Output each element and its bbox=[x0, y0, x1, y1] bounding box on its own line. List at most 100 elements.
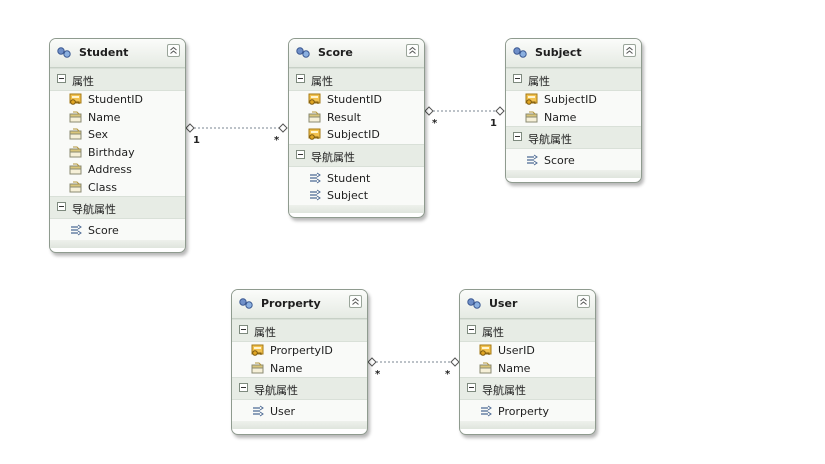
entity-title: Score bbox=[318, 46, 353, 59]
navigation-property-row[interactable]: Score bbox=[50, 222, 185, 240]
navigation-section-header[interactable]: 导航属性 bbox=[50, 196, 185, 219]
section-collapse-icon[interactable] bbox=[467, 383, 476, 392]
association-end-diamond bbox=[424, 106, 434, 116]
navigation-section-header[interactable]: 导航属性 bbox=[289, 143, 424, 167]
navigation-property-icon bbox=[308, 172, 322, 185]
property-row[interactable]: Sex bbox=[50, 126, 185, 144]
entity-title: User bbox=[489, 297, 518, 310]
property-icon bbox=[69, 128, 83, 141]
properties-section-header[interactable]: 属性 bbox=[289, 68, 424, 91]
association-end-diamond bbox=[450, 357, 460, 367]
navigation-section-label: 导航属性 bbox=[72, 203, 116, 216]
properties-section-header[interactable]: 属性 bbox=[50, 68, 185, 91]
section-collapse-icon[interactable] bbox=[467, 325, 476, 334]
properties-section-header[interactable]: 属性 bbox=[460, 319, 595, 342]
entity-footer bbox=[50, 239, 185, 248]
navigation-section-label: 导航属性 bbox=[254, 384, 298, 397]
property-icon bbox=[525, 111, 539, 124]
section-collapse-icon[interactable] bbox=[57, 74, 66, 83]
property-row[interactable]: Name bbox=[50, 109, 185, 127]
navigation-property-name: Student bbox=[327, 171, 371, 185]
entity-type-icon bbox=[56, 45, 72, 61]
navigation-property-name: Subject bbox=[327, 189, 369, 202]
collapse-chevron-icon[interactable] bbox=[167, 44, 180, 57]
collapse-chevron-icon[interactable] bbox=[406, 44, 419, 57]
key-property-row[interactable]: StudentID bbox=[50, 91, 185, 109]
navigation-section-label: 导航属性 bbox=[482, 384, 526, 397]
association-end-diamond bbox=[367, 357, 377, 367]
property-name: StudentID bbox=[327, 93, 383, 106]
property-icon bbox=[251, 362, 265, 375]
entity-prorperty[interactable]: Prorperty 属性 ProrpertyID Name 导航属性 User bbox=[231, 289, 368, 435]
navigation-section-header[interactable]: 导航属性 bbox=[232, 377, 367, 400]
property-row[interactable]: Name bbox=[506, 109, 641, 127]
property-icon bbox=[69, 163, 83, 176]
section-collapse-icon[interactable] bbox=[296, 149, 305, 159]
navigation-property-row[interactable]: Prorperty bbox=[460, 403, 595, 421]
key-property-row[interactable]: SubjectID bbox=[506, 91, 641, 109]
multiplicity-label: * bbox=[432, 118, 438, 129]
collapse-chevron-icon[interactable] bbox=[577, 295, 590, 308]
property-name: ProrpertyID bbox=[270, 344, 333, 357]
collapse-chevron-icon[interactable] bbox=[349, 295, 362, 308]
entity-title: Student bbox=[79, 46, 129, 59]
property-name: SubjectID bbox=[544, 93, 597, 106]
entity-title: Prorperty bbox=[261, 297, 321, 310]
association-end-diamond bbox=[185, 123, 195, 133]
property-icon bbox=[69, 146, 83, 159]
key-property-row[interactable]: UserID bbox=[460, 342, 595, 360]
entity-header[interactable]: Student bbox=[50, 39, 185, 68]
property-row[interactable]: Address bbox=[50, 161, 185, 179]
section-collapse-icon[interactable] bbox=[513, 74, 522, 83]
key-property-row[interactable]: ProrpertyID bbox=[232, 342, 367, 360]
entity-type-icon bbox=[466, 296, 482, 312]
entity-type-icon bbox=[512, 45, 528, 61]
property-icon bbox=[479, 362, 493, 375]
property-row[interactable]: Name bbox=[232, 360, 367, 378]
collapse-chevron-icon[interactable] bbox=[623, 44, 636, 57]
section-collapse-icon[interactable] bbox=[57, 202, 66, 211]
properties-section-header[interactable]: 属性 bbox=[232, 319, 367, 342]
property-row[interactable]: Result bbox=[289, 109, 424, 127]
navigation-list: User bbox=[232, 400, 367, 421]
navigation-list: Score bbox=[50, 219, 185, 240]
entity-footer bbox=[289, 204, 424, 213]
property-icon bbox=[308, 111, 322, 124]
section-collapse-icon[interactable] bbox=[239, 325, 248, 334]
entity-header[interactable]: User bbox=[460, 290, 595, 319]
navigation-property-icon bbox=[479, 405, 493, 418]
navigation-property-name: Score bbox=[544, 154, 575, 167]
entity-header[interactable]: Prorperty bbox=[232, 290, 367, 319]
navigation-property-icon bbox=[251, 405, 265, 418]
key-property-icon bbox=[251, 344, 265, 357]
property-row[interactable]: Name bbox=[460, 360, 595, 378]
section-collapse-icon[interactable] bbox=[296, 74, 305, 83]
property-row[interactable]: Birthday bbox=[50, 144, 185, 162]
entity-header[interactable]: Score bbox=[289, 39, 424, 68]
navigation-section-header[interactable]: 导航属性 bbox=[506, 126, 641, 149]
navigation-section-label: 导航属性 bbox=[311, 150, 355, 164]
section-collapse-icon[interactable] bbox=[513, 132, 522, 141]
navigation-property-row[interactable]: User bbox=[232, 403, 367, 421]
key-property-row[interactable]: StudentID bbox=[289, 91, 424, 109]
property-name: Sex bbox=[88, 128, 109, 141]
entity-header[interactable]: Subject bbox=[506, 39, 641, 68]
navigation-property-row[interactable]: Student bbox=[289, 170, 424, 188]
key-property-row[interactable]: SubjectID bbox=[289, 126, 424, 144]
key-property-icon bbox=[525, 93, 539, 106]
navigation-property-row[interactable]: Score bbox=[506, 152, 641, 170]
section-collapse-icon[interactable] bbox=[239, 383, 248, 392]
properties-section-header[interactable]: 属性 bbox=[506, 68, 641, 91]
navigation-section-header[interactable]: 导航属性 bbox=[460, 377, 595, 400]
property-row[interactable]: Class bbox=[50, 179, 185, 197]
navigation-property-row[interactable]: Subject bbox=[289, 187, 424, 205]
properties-section-label: 属性 bbox=[528, 75, 550, 88]
